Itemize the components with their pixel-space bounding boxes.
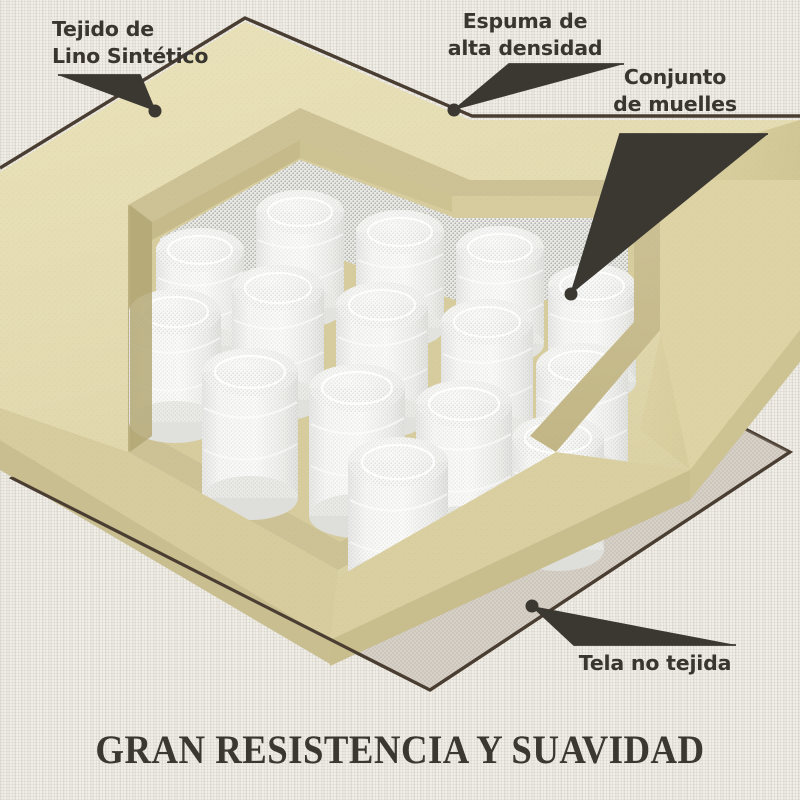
base-slab-front-outline: [11, 450, 791, 692]
footer-headline: GRAN RESISTENCIA Y SUAVIDAD: [95, 727, 705, 772]
foam-front-left-pillar: [0, 408, 338, 664]
callout-label-non-woven-fabric: Tela no tejida: [578, 651, 732, 675]
mattress-cutaway-illustration: [0, 16, 800, 692]
pocket-spring-unit: [129, 160, 636, 601]
callout-label-synthetic-linen-fabric: Tejido de Lino Sintético: [52, 17, 209, 68]
callout-label-spring-unit: Conjunto de muelles: [613, 65, 737, 116]
cavity-left-shadow: [130, 205, 152, 452]
callout-label-high-density-foam: Espuma de alta densidad: [447, 9, 603, 60]
